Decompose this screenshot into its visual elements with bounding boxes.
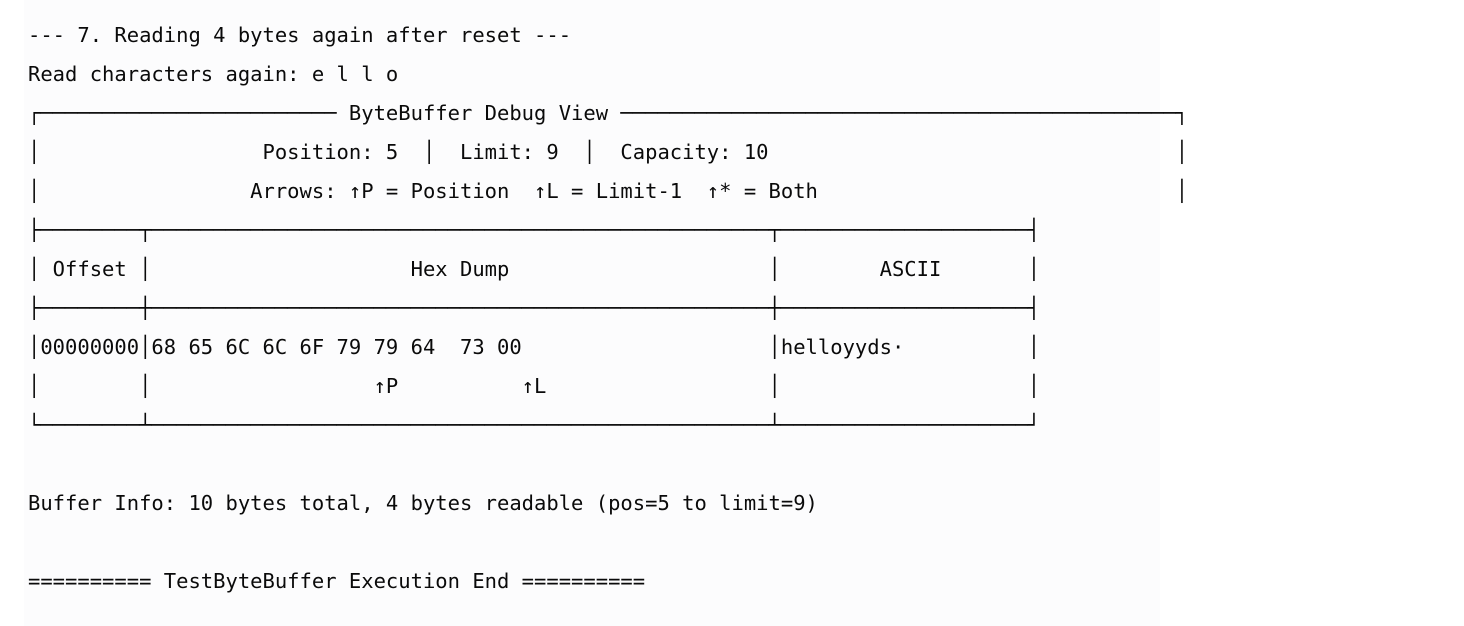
debug-view-title-border: ┌──────────────────────── ByteBuffer Deb… [28, 101, 1189, 125]
table-separator-bottom: ├────────┼──────────────────────────────… [28, 296, 1041, 320]
debug-view-stats-row: │ Position: 5 │ Limit: 9 │ Capacity: 10 … [28, 140, 1189, 164]
buffer-info-line: Buffer Info: 10 bytes total, 4 bytes rea… [28, 491, 818, 515]
hex-dump-arrow-row: │ │ ↑P ↑L │ │ [28, 374, 1041, 398]
table-column-header-row: │ Offset │ Hex Dump │ ASCII │ [28, 257, 1041, 281]
hex-dump-data-row: │00000000│68 65 6C 6C 6F 79 79 64 73 00 … [28, 335, 1041, 359]
execution-end-line: ========== TestByteBuffer Execution End … [28, 569, 646, 593]
table-separator-top: ├────────┬──────────────────────────────… [28, 218, 1041, 242]
read-characters-line: Read characters again: e l l o [28, 62, 399, 86]
debug-view-legend-row: │ Arrows: ↑P = Position ↑L = Limit-1 ↑* … [28, 179, 1189, 203]
table-bottom-border: └────────┴──────────────────────────────… [28, 413, 1041, 437]
section-header-line: --- 7. Reading 4 bytes again after reset… [28, 23, 572, 47]
